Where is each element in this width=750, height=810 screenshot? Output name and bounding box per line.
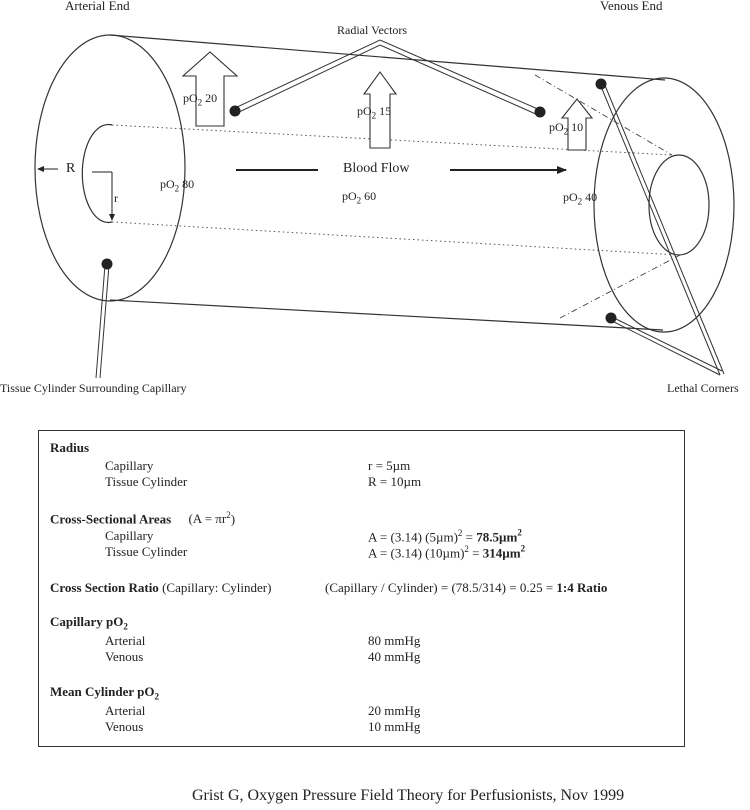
radius-r-label: r bbox=[114, 191, 118, 205]
cylinder-top-edge bbox=[109, 34, 666, 81]
areas-capillary-value: A = (3.14) (5µm)2 = 78.5µm2 bbox=[368, 528, 522, 545]
data-table-box: Radius Capillary r = 5µm Tissue Cylinder… bbox=[38, 430, 685, 747]
radius-heading: Radius bbox=[50, 440, 90, 455]
radius-cylinder-value: R = 10µm bbox=[368, 474, 422, 489]
capillary-bottom-edge bbox=[111, 221, 679, 256]
areas-cylinder-label: Tissue Cylinder bbox=[105, 544, 188, 559]
po2-arrow-middle: pO2 15 bbox=[357, 104, 392, 121]
po2-capillary-mid: pO2 60 bbox=[342, 189, 377, 206]
capillary-arterial-value: 80 mmHg bbox=[368, 633, 421, 648]
capillary-po2-heading: Capillary pO2 bbox=[50, 614, 128, 632]
ratio-row: Cross Section Ratio (Capillary: Cylinder… bbox=[50, 580, 272, 595]
tissue-cylinder-leader bbox=[95, 264, 110, 379]
mean-arterial-label: Arterial bbox=[105, 703, 146, 718]
areas-cylinder-value: A = (3.14) (10µm)2 = 314µm2 bbox=[368, 544, 526, 561]
arterial-tissue-ellipse bbox=[34, 34, 186, 302]
capillary-venous-value: 40 mmHg bbox=[368, 649, 421, 664]
mean-venous-value: 10 mmHg bbox=[368, 719, 421, 734]
po2-capillary-venous: pO2 40 bbox=[563, 190, 598, 207]
areas-heading: Cross-Sectional Areas (A = πr2) bbox=[50, 510, 236, 527]
po2-capillary-arterial: pO2 80 bbox=[160, 177, 195, 194]
capillary-cylinder-diagram bbox=[34, 34, 735, 379]
areas-capillary-label: Capillary bbox=[105, 528, 154, 543]
radial-vector-dot-left bbox=[229, 105, 241, 117]
capillary-arterial-label: Arterial bbox=[105, 633, 146, 648]
mean-venous-label: Venous bbox=[105, 719, 144, 734]
radius-capillary-label: Capillary bbox=[105, 458, 154, 473]
citation: Grist G, Oxygen Pressure Field Theory fo… bbox=[192, 787, 625, 804]
radial-vector-arrow-venous bbox=[560, 98, 594, 151]
venous-tissue-ellipse bbox=[593, 77, 735, 333]
mean-po2-heading: Mean Cylinder pO2 bbox=[50, 684, 159, 702]
cylinder-bottom-edge bbox=[109, 299, 664, 331]
radius-R-label: R bbox=[66, 161, 76, 176]
radial-vectors-leaders bbox=[234, 39, 541, 116]
capillary-top-edge bbox=[111, 124, 673, 156]
mean-arterial-value: 20 mmHg bbox=[368, 703, 421, 718]
ratio-expression: (Capillary / Cylinder) = (78.5/314) = 0.… bbox=[325, 580, 608, 595]
lethal-corners-leaders bbox=[599, 82, 725, 376]
radial-vector-arrow-arterial bbox=[181, 51, 239, 127]
tissue-cylinder-caption: Tissue Cylinder Surrounding Capillary bbox=[0, 381, 187, 395]
radius-capillary-value: r = 5µm bbox=[368, 458, 411, 473]
lethal-corner-dot-top bbox=[595, 78, 607, 90]
blood-flow-label: Blood Flow bbox=[343, 161, 410, 176]
tissue-cylinder-dot bbox=[101, 258, 113, 270]
corner-cone-bottom bbox=[559, 254, 681, 319]
venous-capillary-ellipse bbox=[648, 154, 710, 256]
arterial-end-label: Arterial End bbox=[65, 0, 130, 13]
po2-arrow-venous: pO2 10 bbox=[549, 120, 584, 137]
radial-vector-arrow-middle bbox=[362, 71, 398, 149]
radius-cylinder-label: Tissue Cylinder bbox=[105, 474, 188, 489]
lethal-corners-label: Lethal Corners bbox=[667, 381, 739, 395]
po2-arrow-arterial: pO2 20 bbox=[183, 91, 218, 108]
corner-cone-top bbox=[534, 74, 673, 156]
lethal-corner-dot-bottom bbox=[605, 312, 617, 324]
venous-end-label: Venous End bbox=[600, 0, 663, 13]
radial-vectors-label: Radial Vectors bbox=[337, 23, 408, 37]
radial-vector-dot-right bbox=[534, 106, 546, 118]
capillary-venous-label: Venous bbox=[105, 649, 144, 664]
arterial-capillary-arc bbox=[81, 123, 113, 224]
